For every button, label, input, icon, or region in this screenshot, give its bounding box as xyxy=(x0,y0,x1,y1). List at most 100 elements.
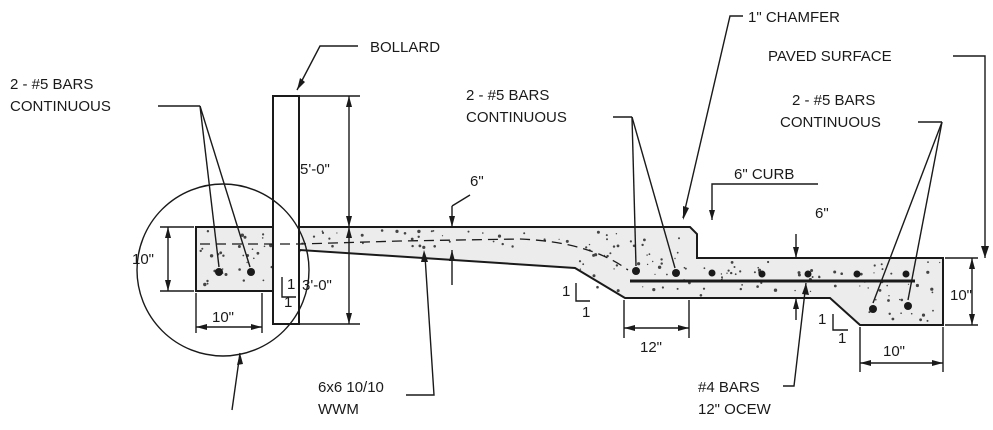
aggregate-speck xyxy=(238,268,241,271)
aggregate-speck xyxy=(395,229,399,233)
dim-right-depth: 10" xyxy=(950,287,972,304)
aggregate-speck xyxy=(888,312,891,315)
aggregate-speck xyxy=(833,270,837,274)
aggregate-speck xyxy=(926,319,929,322)
left-bars-label-2: CONTINUOUS xyxy=(10,98,111,115)
right-bars-label-1: 2 - #5 BARS xyxy=(792,92,875,109)
aggregate-speck xyxy=(242,279,245,282)
detail-circle xyxy=(136,183,310,357)
rebar-leader xyxy=(783,282,807,387)
aggregate-speck xyxy=(873,264,876,267)
aggregate-speck xyxy=(881,268,884,271)
aggregate-speck xyxy=(418,244,422,248)
rebar-dot-mid-2 xyxy=(672,269,680,277)
aggregate-speck xyxy=(757,266,759,269)
paved-surface-label: PAVED SURFACE xyxy=(768,48,892,65)
aggregate-speck xyxy=(733,266,736,268)
aggregate-speck xyxy=(594,253,598,257)
aggregate-speck xyxy=(741,284,743,286)
aggregate-speck xyxy=(919,318,922,322)
slope-run-left: 1 xyxy=(284,294,292,311)
aggregate-speck xyxy=(900,298,904,302)
aggregate-speck xyxy=(253,257,255,260)
aggregate-speck xyxy=(261,237,264,239)
aggregate-speck xyxy=(558,238,560,240)
aggregate-speck xyxy=(878,289,882,292)
aggregate-speck xyxy=(637,262,641,266)
aggregate-speck xyxy=(511,245,514,248)
aggregate-speck xyxy=(256,251,260,255)
aggregate-speck xyxy=(596,230,600,234)
aggregate-speck xyxy=(859,272,863,276)
aggregate-speck xyxy=(794,289,796,292)
chamfer-label: 1" CHAMFER xyxy=(748,9,840,26)
aggregate-speck xyxy=(606,238,608,241)
rebar-dot-right-1 xyxy=(869,305,877,313)
rebar-dot-6 xyxy=(853,270,861,278)
aggregate-speck xyxy=(206,230,210,233)
aggregate-speck xyxy=(654,273,656,275)
aggregate-speck xyxy=(441,235,444,237)
rebar-dot-left-2 xyxy=(247,268,255,276)
right-bars-label-2: CONTINUOUS xyxy=(780,114,881,131)
curb-leader xyxy=(711,183,818,220)
aggregate-speck xyxy=(931,291,934,294)
aggregate-speck xyxy=(684,267,687,270)
rebar-dot-7 xyxy=(902,270,910,278)
aggregate-speck xyxy=(206,279,209,283)
aggregate-speck xyxy=(756,285,759,288)
aggregate-speck xyxy=(648,253,651,256)
aggregate-speck xyxy=(321,230,324,232)
aggregate-speck xyxy=(616,289,620,293)
aggregate-speck xyxy=(888,295,890,297)
aggregate-speck xyxy=(703,267,706,270)
aggregate-speck xyxy=(237,245,241,248)
aggregate-speck xyxy=(810,269,814,272)
aggregate-speck xyxy=(683,266,686,269)
aggregate-speck xyxy=(652,260,654,263)
aggregate-speck xyxy=(642,286,644,288)
aggregate-speck xyxy=(263,245,266,248)
aggregate-speck xyxy=(661,286,665,289)
aggregate-speck xyxy=(702,287,706,290)
concrete-section xyxy=(195,226,944,326)
aggregate-speck xyxy=(660,258,663,261)
bollard-post xyxy=(272,95,300,325)
aggregate-speck xyxy=(932,309,934,312)
aggregate-speck xyxy=(588,243,591,246)
aggregate-speck xyxy=(818,275,821,279)
aggregate-speck xyxy=(646,263,649,266)
aggregate-speck xyxy=(734,273,737,276)
rebar-dot-left-1 xyxy=(215,268,223,276)
aggregate-speck xyxy=(492,240,495,243)
aggregate-speck xyxy=(666,273,668,276)
aggregate-speck xyxy=(613,268,615,270)
aggregate-speck xyxy=(433,245,437,248)
rebar-label-1: #4 BARS xyxy=(698,379,760,396)
aggregate-speck xyxy=(411,244,414,248)
detail-leader-arrow xyxy=(237,353,243,365)
aggregate-speck xyxy=(721,276,723,279)
aggregate-speck xyxy=(699,294,703,297)
dim-mid-width: 12" xyxy=(640,339,662,356)
aggregate-speck xyxy=(643,238,646,242)
curb-label: 6" CURB xyxy=(734,166,794,183)
aggregate-speck xyxy=(739,270,742,273)
aggregate-speck xyxy=(887,299,890,302)
paved-leader xyxy=(953,55,986,258)
aggregate-speck xyxy=(609,252,612,255)
aggregate-speck xyxy=(578,260,582,263)
aggregate-speck xyxy=(336,232,338,234)
aggregate-speck xyxy=(730,271,733,275)
aggregate-speck xyxy=(641,243,644,247)
dim-bollard-below: 3'-0" xyxy=(302,277,332,294)
aggregate-speck xyxy=(321,231,325,234)
rebar-label-2: 12" OCEW xyxy=(698,401,772,418)
aggregate-speck xyxy=(203,282,207,287)
aggregate-speck xyxy=(676,287,679,290)
dim-left-depth: 10" xyxy=(132,251,154,268)
aggregate-speck xyxy=(915,283,920,288)
aggregate-speck xyxy=(501,242,504,246)
aggregate-speck xyxy=(206,282,209,285)
